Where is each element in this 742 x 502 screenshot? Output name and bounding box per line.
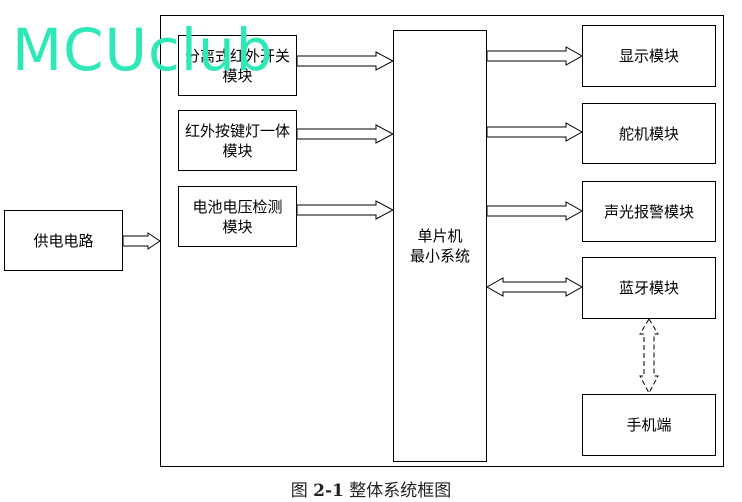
mcu-system-label: 单片机 最小系统	[409, 227, 470, 265]
arrow-ir-switch-to-mcu	[296, 51, 395, 71]
servo-module-label: 舵机模块	[618, 124, 679, 143]
figure-caption: 图 2-1 整体系统框图	[0, 476, 742, 501]
alarm-module-label: 声光报警模块	[603, 202, 694, 221]
bluetooth-module-label: 蓝牙模块	[618, 279, 679, 297]
phone-label: 手机端	[626, 416, 672, 434]
arrow-mcu-to-alarm	[486, 201, 584, 221]
ir-button-module-block: 红外按键灯一体 模块	[178, 110, 297, 171]
arrow-mcu-bluetooth-bidirectional	[485, 277, 584, 297]
ir-switch-module-label: 分离式红外开关 模块	[184, 46, 290, 85]
caption-number: 2-1	[313, 481, 344, 501]
arrow-power-to-system	[122, 232, 161, 250]
arrow-ir-button-to-mcu	[296, 124, 395, 144]
arrow-mcu-to-servo	[486, 122, 584, 142]
power-supply-label: 供电电路	[33, 231, 94, 250]
battery-detect-module-block: 电池电压检测 模块	[178, 186, 297, 247]
ir-button-module-label: 红外按键灯一体 模块	[184, 121, 290, 160]
mcu-system-block: 单片机 最小系统	[393, 30, 487, 462]
power-supply-block: 供电电路	[4, 210, 123, 271]
arrow-bluetooth-phone-wireless	[639, 318, 659, 395]
caption-title: 整体系统框图	[349, 481, 452, 501]
display-module-label: 显示模块	[618, 47, 679, 65]
caption-prefix: 图	[290, 481, 308, 501]
battery-detect-module-label: 电池电压检测 模块	[192, 197, 283, 236]
arrow-mcu-to-display	[486, 46, 584, 66]
phone-block: 手机端	[582, 394, 716, 456]
ir-switch-module-block: 分离式红外开关 模块	[178, 35, 297, 96]
bluetooth-module-block: 蓝牙模块	[582, 257, 716, 319]
servo-module-block: 舵机模块	[582, 103, 716, 164]
arrow-battery-to-mcu	[296, 200, 395, 220]
display-module-block: 显示模块	[582, 25, 716, 87]
alarm-module-block: 声光报警模块	[582, 181, 716, 242]
